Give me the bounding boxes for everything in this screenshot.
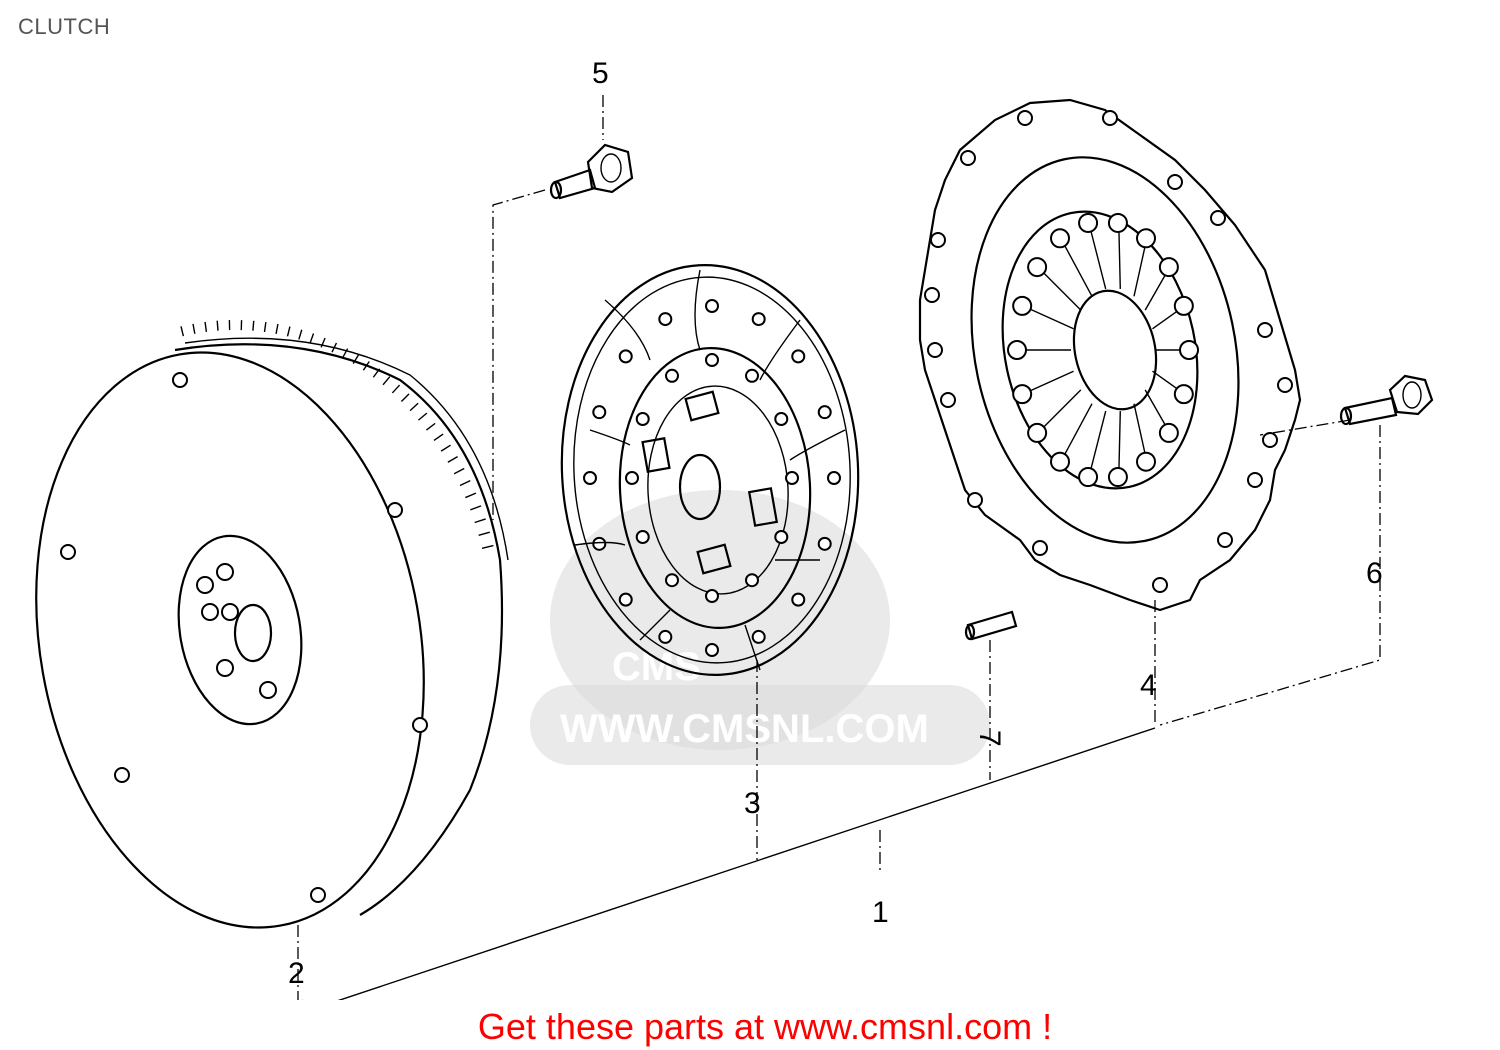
clutch-disc-part[interactable] (551, 258, 868, 683)
flywheel-part[interactable] (0, 320, 509, 959)
callout-6[interactable]: 6 (1366, 557, 1383, 590)
callout-5[interactable]: 5 (592, 57, 609, 90)
dowel-pin-part[interactable] (964, 610, 1018, 641)
pressure-plate-holes (924, 110, 1293, 593)
flywheel-bolt-part[interactable] (549, 143, 634, 200)
diagram-title: CLUTCH (18, 14, 111, 39)
callout-1[interactable]: 1 (872, 896, 889, 929)
watermark-text: WWW.CMSNL.COM (560, 707, 929, 751)
get-parts-link[interactable]: Get these parts at www.cmsnl.com ! (477, 1006, 1053, 1047)
pressure-plate-bolt-part[interactable] (1339, 374, 1434, 426)
clutch-exploded-diagram: CMS WWW.CMSNL.COM (0, 57, 1434, 1000)
callout-7[interactable]: 7 (973, 730, 1006, 747)
callout-4[interactable]: 4 (1140, 669, 1157, 702)
ring-gear-teeth (180, 320, 494, 549)
leader-lines (297, 95, 1381, 1000)
disc-rivets (583, 299, 841, 657)
callout-2[interactable]: 2 (288, 957, 305, 990)
pressure-plate-part[interactable] (918, 98, 1302, 612)
diaphragm-fingers (1007, 212, 1199, 488)
cmsnl-watermark: CMS WWW.CMSNL.COM (530, 490, 990, 765)
callout-3[interactable]: 3 (744, 787, 761, 820)
watermark-logo: CMS (612, 645, 701, 689)
